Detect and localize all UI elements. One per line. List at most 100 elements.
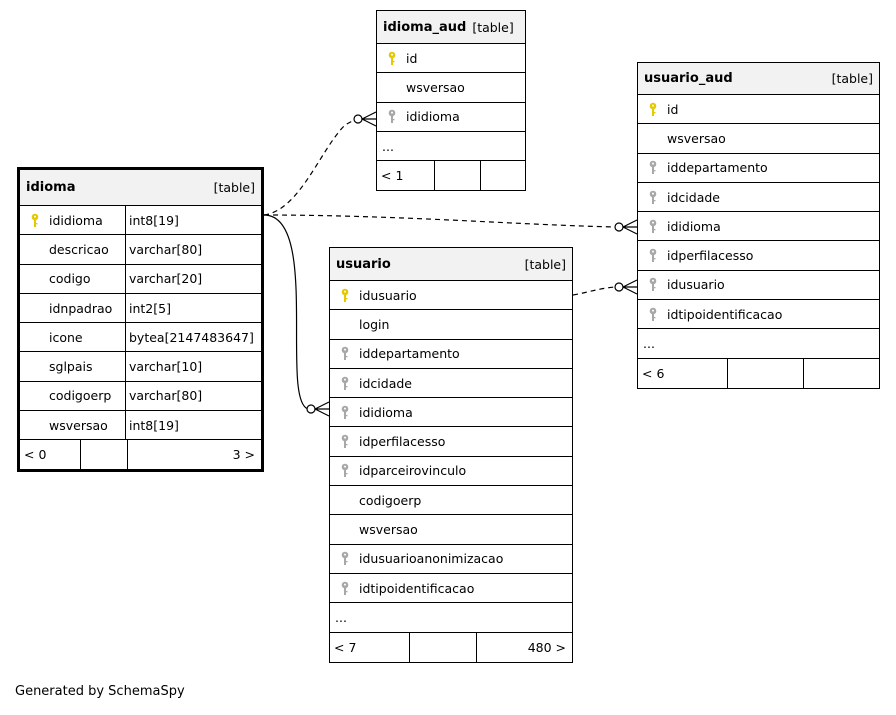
column-name: idperfilacesso (359, 434, 446, 450)
column-row-idtipoidentificacao[interactable]: idtipoidentificacao (638, 300, 879, 330)
column-type: bytea[2147483647] (125, 323, 261, 352)
relation-idioma-usuario (263, 214, 309, 410)
column-row-wsversao[interactable]: wsversao int8[19] (20, 411, 261, 441)
table-header[interactable]: idioma [table] (20, 170, 261, 206)
column-row-idperfilacesso[interactable]: idperfilacesso (330, 427, 572, 457)
column-row-codigoerp[interactable]: codigoerp (330, 486, 572, 516)
parents-count[interactable]: < 6 (638, 358, 728, 388)
column-name: wsversao (49, 417, 108, 433)
table-name: usuario_aud (644, 71, 733, 86)
column-row-idtipoidentificacao[interactable]: idtipoidentificacao (330, 574, 572, 604)
parents-count[interactable]: < 0 (20, 440, 81, 470)
foreign-key-icon (638, 248, 664, 263)
column-row-idcidade[interactable]: idcidade (638, 183, 879, 213)
column-name: iddepartamento (359, 346, 460, 362)
column-row-ididioma[interactable]: ididioma (330, 398, 572, 428)
column-name: idtipoidentificacao (359, 580, 475, 596)
table-name: idioma (26, 180, 76, 195)
more-columns-row[interactable]: ... (638, 329, 879, 359)
column-name: idusuario (359, 287, 417, 303)
foreign-key-icon (638, 307, 664, 322)
column-name: idusuario (667, 277, 725, 293)
table-header[interactable]: usuario_aud [table] (638, 63, 879, 95)
table-usuario-aud[interactable]: usuario_aud [table] id wsversao iddepartam… (637, 62, 880, 389)
column-row-idcidade[interactable]: idcidade (330, 369, 572, 399)
table-footer: < 6 (638, 358, 879, 388)
column-name: ... (335, 609, 347, 625)
column-name: id (667, 101, 679, 117)
column-row-id[interactable]: id (377, 44, 525, 74)
table-footer: < 1 (377, 161, 525, 191)
column-row-iddepartamento[interactable]: iddepartamento (330, 340, 572, 369)
column-row-sglpais[interactable]: sglpais varchar[10] (20, 352, 261, 382)
table-name: usuario (336, 256, 391, 272)
foreign-key-icon (330, 434, 356, 449)
table-usuario[interactable]: usuario [table] idusuario login iddepartam… (329, 247, 573, 663)
primary-key-icon (638, 102, 664, 117)
column-row-wsversao[interactable]: wsversao (377, 73, 525, 103)
column-name: ... (382, 138, 394, 154)
column-name: idperfilacesso (667, 248, 754, 264)
column-row-ididioma[interactable]: ididioma (638, 212, 879, 242)
generator-credit: Generated by SchemaSpy (15, 684, 185, 699)
foreign-key-icon (330, 346, 356, 361)
table-name: idioma_aud (383, 19, 467, 35)
column-name: idusuarioanonimizacao (359, 551, 504, 567)
column-name: idnpadrao (49, 300, 113, 316)
primary-key-icon (20, 213, 46, 228)
column-row-login[interactable]: login (330, 310, 572, 340)
column-name: sglpais (49, 359, 93, 375)
children-count[interactable]: 480 > (527, 639, 566, 655)
column-row-iddepartamento[interactable]: iddepartamento (638, 154, 879, 183)
column-name: codigoerp (49, 388, 112, 404)
children-count[interactable] (804, 359, 879, 388)
column-type: varchar[80] (125, 381, 261, 411)
column-row-id[interactable]: id (638, 95, 879, 125)
table-header[interactable]: usuario [table] (330, 248, 572, 281)
more-columns-row[interactable]: ... (330, 603, 572, 633)
endpoint-usuario-ididioma (306, 401, 330, 417)
table-header[interactable]: idioma_aud [table] (377, 11, 525, 44)
foreign-key-icon (330, 463, 356, 478)
footer-middle (728, 358, 804, 388)
column-row-idusuarioanonimizacao[interactable]: idusuarioanonimizacao (330, 545, 572, 574)
foreign-key-icon (638, 277, 664, 292)
column-type: int8[19] (125, 411, 261, 440)
column-row-idparceirovinculo[interactable]: idparceirovinculo (330, 457, 572, 487)
column-row-idperfilacesso[interactable]: idperfilacesso (638, 241, 879, 271)
column-row-icone[interactable]: icone bytea[2147483647] (20, 323, 261, 353)
column-name: codigoerp (359, 492, 422, 508)
column-row-idusuario[interactable]: idusuario (638, 271, 879, 301)
foreign-key-icon (377, 109, 403, 124)
column-name: ... (643, 336, 655, 352)
footer-middle (410, 632, 477, 662)
column-row-codigoerp[interactable]: codigoerp varchar[80] (20, 381, 261, 412)
parents-count[interactable]: < 7 (330, 632, 410, 662)
children-count[interactable] (481, 161, 525, 190)
parents-count[interactable]: < 1 (377, 161, 435, 191)
relation-idioma-usuario_aud (263, 214, 617, 228)
column-row-idusuario[interactable]: idusuario (330, 281, 572, 311)
foreign-key-icon (330, 376, 356, 391)
column-name: icone (49, 329, 83, 345)
foreign-key-icon (330, 405, 356, 420)
column-type: varchar[80] (125, 235, 261, 264)
more-columns-row[interactable]: ... (377, 132, 525, 162)
children-count[interactable]: 3 > (232, 447, 255, 463)
column-name: wsversao (667, 130, 726, 146)
column-row-wsversao[interactable]: wsversao (638, 124, 879, 154)
column-row-wsversao[interactable]: wsversao (330, 515, 572, 545)
column-type: varchar[10] (125, 352, 261, 381)
foreign-key-icon (638, 160, 664, 175)
column-row-ididioma[interactable]: ididioma (377, 103, 525, 132)
